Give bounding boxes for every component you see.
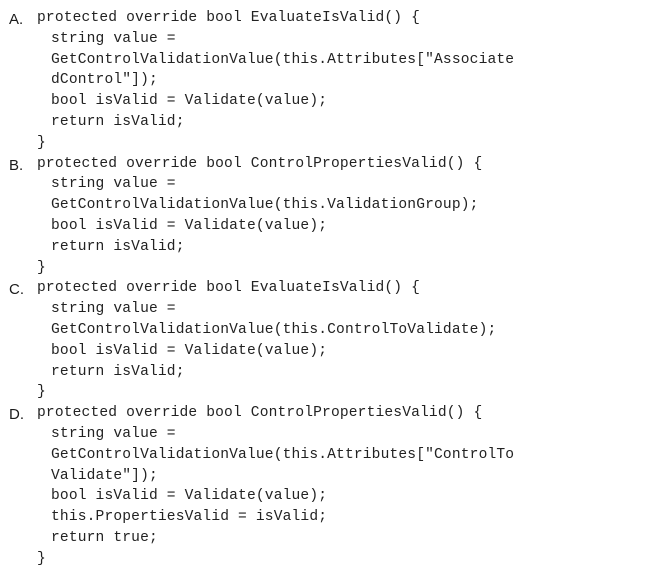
code-line: string value = [51,176,176,193]
code-line: GetControlValidationValue(this.Attribute… [51,446,515,463]
code-line: GetControlValidationValue(this.Attribute… [51,51,515,68]
option-letter: C. [9,281,24,299]
code-line: return isValid; [51,238,185,255]
code-line: Validate"]); [51,467,158,484]
code-line: bool isValid = Validate(value); [51,342,328,359]
option-d: D. protected override bool ControlProper… [0,403,649,569]
code-line: protected override bool ControlPropertie… [37,405,483,422]
code-line: string value = [51,301,176,318]
code-line: } [37,384,46,401]
code-line: GetControlValidationValue(this.ControlTo… [51,321,497,338]
code-line: bool isValid = Validate(value); [51,488,328,505]
option-letter: B. [9,156,24,174]
option-b: B. protected override bool ControlProper… [0,154,649,279]
code-line: protected override bool EvaluateIsValid(… [37,10,421,26]
code-line: return isValid; [51,363,185,380]
answer-options: A. protected override bool EvaluateIsVal… [0,8,649,570]
option-c: C. protected override bool EvaluateIsVal… [0,278,649,403]
code-line: string value = [51,425,176,442]
option-a: A. protected override bool EvaluateIsVal… [0,8,649,154]
option-letter: A. [9,11,24,28]
code-line: string value = [51,30,176,47]
option-letter: D. [9,406,24,424]
code-line: return true; [51,529,158,546]
code-line: } [37,550,46,567]
code-line: dControl"]); [51,72,158,89]
code-line: protected override bool ControlPropertie… [37,155,483,172]
code-line: } [37,259,46,276]
code-line: bool isValid = Validate(value); [51,93,328,110]
code-line: GetControlValidationValue(this.Validatio… [51,197,479,214]
code-line: this.PropertiesValid = isValid; [51,509,328,526]
code-line: bool isValid = Validate(value); [51,217,328,234]
code-line: } [37,134,46,151]
code-line: protected override bool EvaluateIsValid(… [37,280,421,297]
code-line: return isValid; [51,113,185,130]
